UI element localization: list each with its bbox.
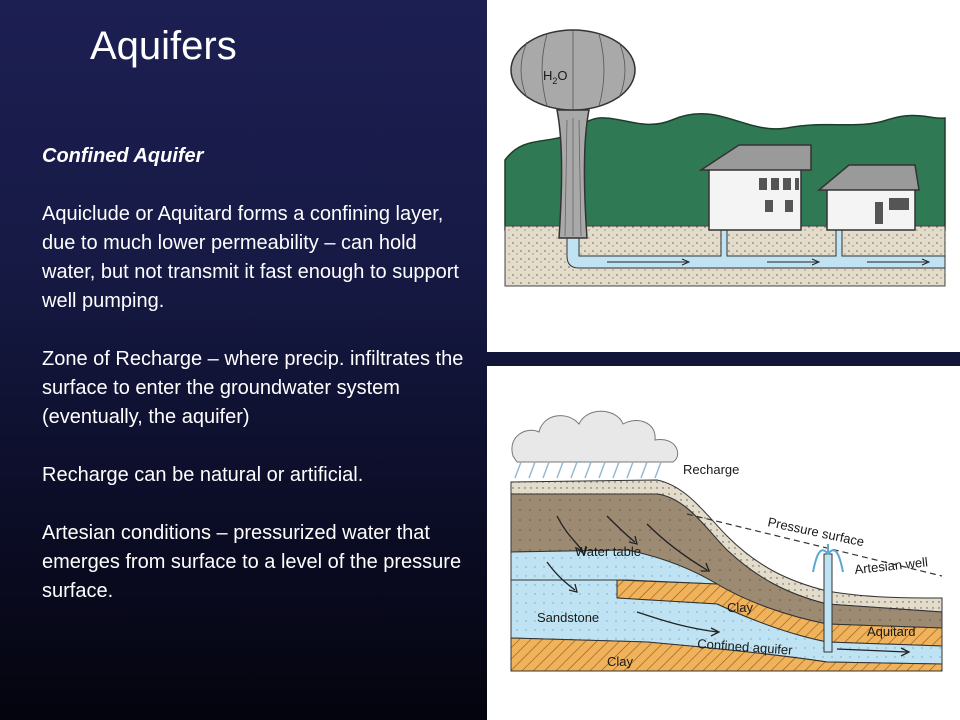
- subheading: Confined Aquifer: [42, 145, 204, 167]
- tank-label: H2O: [543, 68, 568, 86]
- house-left: [698, 144, 812, 231]
- label-aquitard: Aquitard: [867, 624, 915, 639]
- label-water-table: Water table: [575, 544, 641, 559]
- paragraph-recharge-zone: Zone of Recharge – where precip. infiltr…: [42, 348, 464, 428]
- pressure-surface-line: [686, 513, 943, 577]
- label-clay-lower: Clay: [607, 654, 634, 669]
- paragraph-recharge-types: Recharge can be natural or artificial.: [42, 464, 364, 486]
- paragraph-artesian: Artesian conditions – pressurized water …: [42, 522, 462, 602]
- label-sandstone: Sandstone: [537, 610, 599, 625]
- water-tower-diagram: H2O: [487, 0, 960, 352]
- paragraph-aquiclude: Aquiclude or Aquitard forms a confining …: [42, 203, 459, 312]
- artesian-cross-section-diagram: Recharge Pressure surface Water table Ar…: [487, 366, 960, 720]
- house-right: [816, 164, 920, 231]
- artesian-well-pipe: [823, 553, 833, 653]
- flow-arrow: [867, 258, 931, 266]
- flow-arrow: [607, 258, 691, 266]
- flow-arrow: [767, 258, 821, 266]
- label-confined-aquifer: Confined aquifer: [697, 636, 794, 658]
- body-text: Confined Aquifer Aquiclude or Aquitard f…: [42, 142, 472, 635]
- artesian-fountain: [812, 544, 844, 573]
- label-pressure-surface: Pressure surface: [766, 514, 865, 549]
- slide-title: Aquifers: [90, 24, 237, 68]
- label-recharge: Recharge: [683, 462, 739, 477]
- label-clay-upper: Clay: [727, 600, 754, 615]
- clay-lower: [510, 637, 943, 672]
- rain-cloud: [511, 410, 678, 479]
